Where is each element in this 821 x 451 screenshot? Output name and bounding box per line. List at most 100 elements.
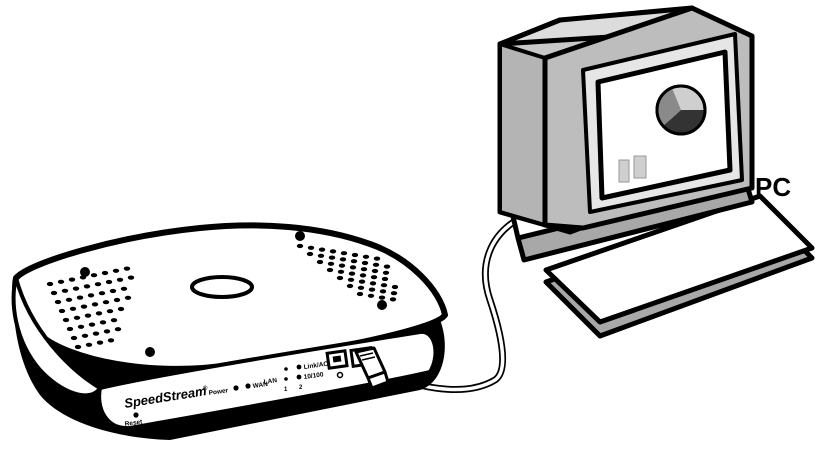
led-lan-left bbox=[284, 377, 288, 381]
vent-hole bbox=[340, 257, 346, 261]
vent-hole bbox=[102, 271, 108, 275]
vent-hole bbox=[106, 280, 112, 284]
vent-hole bbox=[62, 289, 68, 293]
vent-hole bbox=[357, 292, 363, 296]
vent-hole bbox=[66, 298, 72, 302]
vent-hole bbox=[368, 294, 374, 298]
screw-front-right bbox=[377, 300, 387, 310]
vent-hole bbox=[115, 327, 121, 331]
vent-hole bbox=[337, 276, 343, 280]
vent-hole bbox=[58, 280, 64, 284]
vent-hole bbox=[318, 254, 324, 258]
vent-hole bbox=[63, 318, 69, 322]
vent-hole bbox=[329, 256, 335, 260]
vent-hole bbox=[351, 259, 357, 263]
vent-hole bbox=[339, 264, 345, 268]
reset-button bbox=[133, 412, 138, 417]
vent-hole bbox=[358, 286, 364, 290]
led-speed bbox=[297, 375, 302, 380]
vent-hole bbox=[70, 307, 76, 311]
vent-hole bbox=[85, 314, 91, 318]
vent-hole bbox=[383, 271, 389, 275]
brand-registered-mark: ® bbox=[203, 385, 208, 392]
vent-hole bbox=[84, 284, 90, 288]
vent-hole bbox=[350, 265, 356, 269]
vent-hole bbox=[75, 345, 81, 349]
vent-hole bbox=[71, 336, 77, 340]
vent-hole bbox=[319, 248, 325, 252]
vent-hole bbox=[372, 269, 378, 273]
vent-hole bbox=[317, 260, 323, 264]
vent-hole bbox=[103, 300, 109, 304]
vent-hole bbox=[360, 273, 366, 277]
vent-hole bbox=[381, 283, 387, 287]
vent-hole bbox=[128, 276, 134, 280]
vent-hole bbox=[81, 305, 87, 309]
vent-hole bbox=[369, 288, 375, 292]
vent-hole bbox=[51, 291, 57, 295]
vent-hole bbox=[349, 272, 355, 276]
vent-hole bbox=[86, 343, 92, 347]
vent-hole bbox=[374, 257, 380, 261]
vent-hole bbox=[362, 261, 368, 265]
vent-hole bbox=[96, 311, 102, 315]
vent-hole bbox=[341, 251, 347, 255]
vent-hole bbox=[384, 265, 390, 269]
vent-hole bbox=[73, 287, 79, 291]
speedstream-router: SpeedStream ® Power WAN Link/ACT LAN 10/… bbox=[14, 225, 445, 440]
vent-hole bbox=[93, 332, 99, 336]
vent-hole bbox=[111, 318, 117, 322]
vent-hole bbox=[382, 277, 388, 281]
vent-hole bbox=[338, 270, 344, 274]
vent-hole bbox=[92, 302, 98, 306]
screen-pie-graphic bbox=[657, 86, 705, 134]
vent-hole bbox=[379, 296, 385, 300]
vent-hole bbox=[371, 275, 377, 279]
vent-hole bbox=[121, 287, 127, 291]
vent-hole bbox=[113, 269, 119, 273]
pc-label: PC bbox=[755, 172, 791, 202]
vent-hole bbox=[78, 325, 84, 329]
vent-hole bbox=[104, 329, 110, 333]
vent-hole bbox=[59, 309, 65, 313]
vent-hole bbox=[99, 291, 105, 295]
vent-hole bbox=[91, 273, 97, 277]
vent-hole bbox=[392, 285, 398, 289]
vent-hole bbox=[117, 278, 123, 282]
vent-hole bbox=[47, 282, 53, 286]
vent-hole bbox=[95, 282, 101, 286]
vent-hole bbox=[330, 249, 336, 253]
vent-hole bbox=[55, 300, 61, 304]
vent-hole bbox=[297, 244, 303, 248]
vent-hole bbox=[118, 307, 124, 311]
vent-hole bbox=[347, 284, 353, 288]
wan-led bbox=[245, 383, 250, 388]
vent-hole bbox=[391, 291, 397, 295]
vent-hole bbox=[361, 267, 367, 271]
vent-hole bbox=[363, 255, 369, 259]
vent-hole bbox=[124, 267, 130, 271]
vent-hole bbox=[380, 289, 386, 293]
vent-hole bbox=[328, 262, 334, 266]
vent-hole bbox=[107, 309, 113, 313]
vent-hole bbox=[110, 289, 116, 293]
screw-back-right bbox=[295, 231, 305, 241]
power-led bbox=[233, 385, 238, 390]
vent-hole bbox=[359, 280, 365, 284]
screw-front-middle bbox=[145, 347, 155, 357]
vent-hole bbox=[97, 341, 103, 345]
vent-hole bbox=[352, 253, 358, 257]
vent-hole bbox=[114, 298, 120, 302]
vent-hole bbox=[373, 263, 379, 267]
top-oval-badge bbox=[192, 277, 252, 297]
vent-hole bbox=[108, 338, 114, 342]
led-link-1-left bbox=[284, 367, 288, 371]
vent-hole bbox=[74, 316, 80, 320]
vent-hole bbox=[100, 320, 106, 324]
vent-hole bbox=[348, 278, 354, 282]
vent-hole bbox=[69, 278, 75, 282]
vent-hole bbox=[370, 281, 376, 285]
vent-hole bbox=[67, 327, 73, 331]
vent-hole bbox=[77, 296, 83, 300]
